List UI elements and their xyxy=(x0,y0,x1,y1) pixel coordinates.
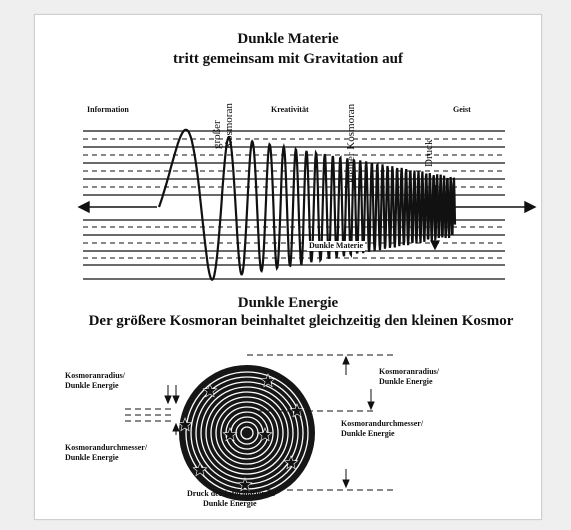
star-icon xyxy=(257,427,273,442)
star-icon xyxy=(222,427,238,442)
ring xyxy=(240,426,254,440)
dark-energy-figure xyxy=(125,354,393,501)
druck-label-1: Druck der Informationen/ xyxy=(187,489,277,498)
druck-arrow xyxy=(430,185,440,251)
left-durchmesser-label-2: Dunkle Energie xyxy=(65,453,119,462)
druck-label-2: Dunkle Energie xyxy=(203,499,257,508)
right-radius-label-2: Dunkle Energie xyxy=(379,377,433,386)
bottom-title-line2: Der größere Kosmoran beinhaltet gleichze… xyxy=(88,313,514,329)
left-radius-label-2: Dunkle Energie xyxy=(65,381,119,390)
ring xyxy=(220,406,274,460)
bottom-title-line1: Dunkle Energie xyxy=(237,295,339,311)
star-icon xyxy=(192,462,208,477)
right-durchmesser-label-1: Kosmorandurchmesser/ xyxy=(341,419,424,428)
dark-matter-figure xyxy=(77,128,537,281)
ring xyxy=(210,396,284,470)
right-radius-label-1: Kosmoranradius/ xyxy=(379,367,440,376)
concentric-rings xyxy=(177,365,315,501)
label-kreativitaet: Kreativität xyxy=(271,105,309,114)
star-icon xyxy=(202,383,218,398)
ring xyxy=(205,391,289,475)
label-geist: Geist xyxy=(453,105,471,114)
diagram-card: Dunkle Materie tritt gemeinsam mit Gravi… xyxy=(34,14,542,520)
star-icon xyxy=(237,477,253,492)
top-title-line2: tritt gemeinsam mit Gravitation auf xyxy=(173,51,403,67)
label-dunkle-materie: Dunkle Materie xyxy=(307,241,365,251)
right-durchmesser-label-2: Dunkle Energie xyxy=(341,429,395,438)
ring xyxy=(185,371,309,495)
ring xyxy=(200,386,294,480)
left-radius-label-1: Kosmoranradius/ xyxy=(65,371,126,380)
label-information: Information xyxy=(87,105,129,114)
star-icon xyxy=(260,373,276,388)
double-arrow xyxy=(77,200,537,214)
star-icon xyxy=(177,417,193,432)
star-icon xyxy=(283,455,299,470)
ring xyxy=(215,401,279,465)
top-title-line1: Dunkle Materie xyxy=(237,31,339,47)
left-durchmesser-label-1: Kosmorandurchmesser/ xyxy=(65,443,148,452)
star-icon xyxy=(289,403,305,418)
kosmoran-wave xyxy=(157,128,457,281)
